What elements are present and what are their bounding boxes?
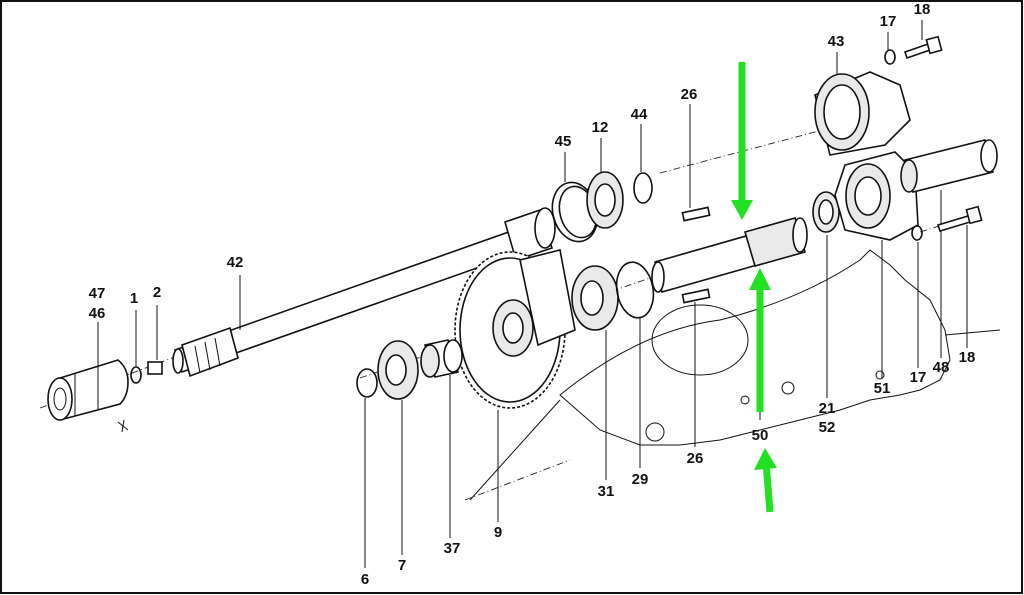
part-46-47-sleeve (47, 322, 129, 422)
shaft-end-gear (504, 207, 556, 262)
part-12-bearing (586, 138, 624, 229)
part-label-21: 21 (819, 400, 836, 417)
part-label-18: 18 (959, 349, 976, 366)
part-label-2: 2 (153, 284, 161, 301)
part-50-output-shaft (651, 217, 808, 420)
part-label-26: 26 (687, 450, 704, 467)
part-label-18: 18 (914, 1, 931, 18)
part-label-17: 17 (880, 13, 897, 30)
part-42-main-shaft (172, 226, 530, 378)
part-label-44: 44 (631, 106, 648, 123)
part-label-7: 7 (398, 557, 406, 574)
part-2-pin (147, 305, 163, 375)
part-label-6: 6 (361, 571, 369, 588)
part-21-52-seal (812, 191, 840, 398)
part-label-48: 48 (933, 359, 950, 376)
part-17-washer-top (884, 32, 896, 65)
part-7-bearing (377, 340, 419, 555)
part-label-42: 42 (227, 254, 244, 271)
part-label-50: 50 (752, 427, 769, 444)
part-37-bushing (420, 339, 463, 538)
part-6-snap-ring (356, 368, 378, 568)
part-18-bolt-right (936, 205, 983, 348)
part-label-45: 45 (555, 133, 572, 150)
part-44-circlip (633, 124, 653, 204)
housing-plate (469, 249, 1001, 501)
part-18-bolt-top (903, 20, 943, 60)
part-label-17: 17 (910, 369, 927, 386)
up-arrow-head-lower (754, 448, 777, 470)
part-17-washer-right (911, 225, 923, 368)
part-label-37: 37 (444, 540, 461, 557)
part-label-1: 1 (130, 290, 138, 307)
part-label-26: 26 (681, 86, 698, 103)
small-mark (117, 419, 129, 433)
up-arrow-head-upper (749, 268, 771, 290)
part-label-47: 47 (89, 285, 106, 302)
highlight-arrows (731, 62, 777, 513)
part-label-9: 9 (494, 524, 502, 541)
part-label-31: 31 (598, 483, 615, 500)
part-48-sleeve (900, 139, 998, 358)
down-arrow-head (731, 200, 753, 220)
part-label-51: 51 (874, 380, 891, 397)
part-label-43: 43 (828, 33, 845, 50)
part-43-cover (814, 52, 911, 156)
part-31-bearing (571, 265, 619, 480)
part-9-large-gear (454, 249, 576, 522)
part-label-29: 29 (632, 471, 649, 488)
part-26-keys (681, 104, 711, 447)
part-label-52: 52 (819, 419, 836, 436)
part-1-ring (130, 310, 142, 384)
part-label-12: 12 (592, 119, 609, 136)
part-label-46: 46 (89, 305, 106, 322)
part-51-flange (834, 151, 919, 378)
